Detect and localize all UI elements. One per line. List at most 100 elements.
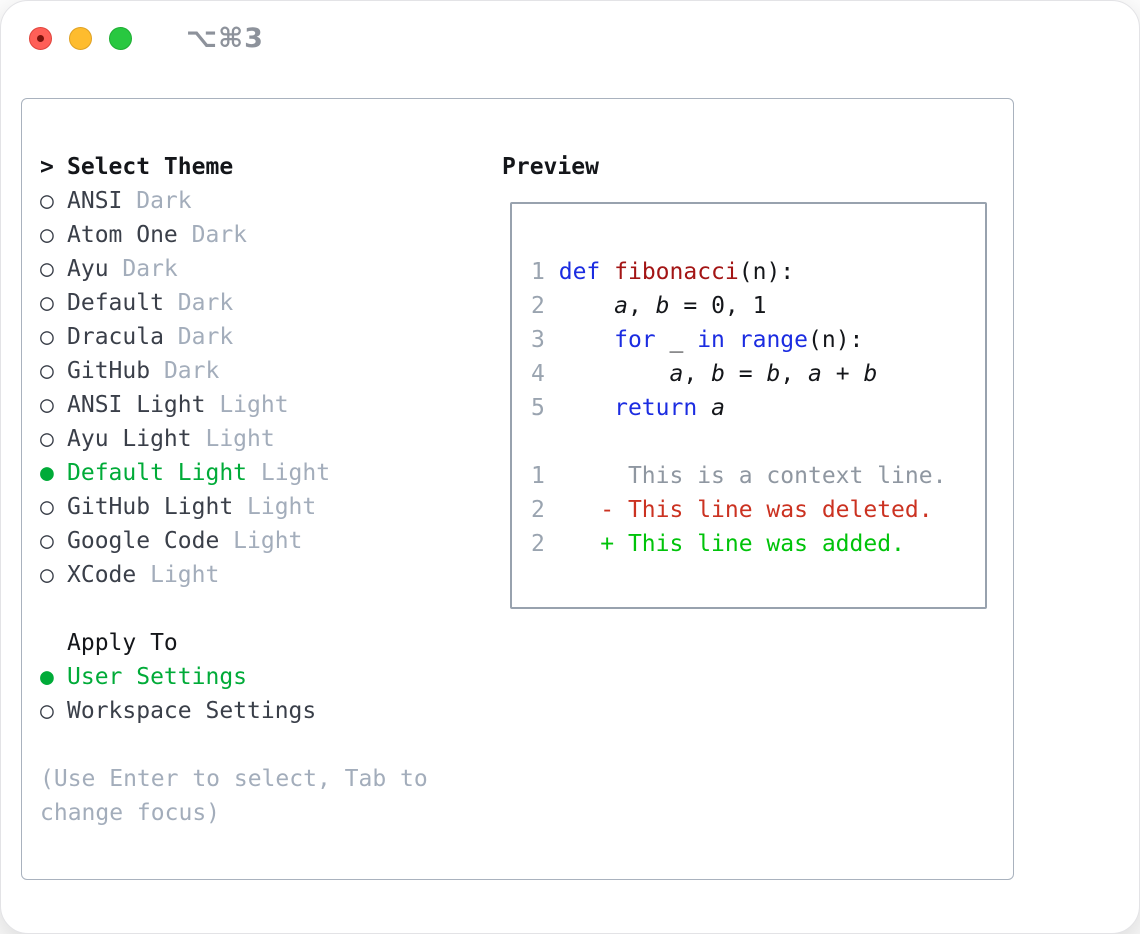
theme-variant-tag: Light <box>247 494 317 520</box>
spacer <box>545 361 559 387</box>
preview-header: Preview <box>502 154 599 180</box>
code-segment <box>697 395 711 421</box>
theme-name: Dracula <box>67 324 164 350</box>
theme-variant-tag: Dark <box>177 290 234 316</box>
radio-icon: ○ <box>40 358 54 384</box>
titlebar: ⌥⌘3 <box>1 1 1139 75</box>
apply-option[interactable]: ●User Settings <box>40 660 428 694</box>
radio-icon: ○ <box>40 698 54 724</box>
spacer <box>545 293 559 319</box>
radio-icon: ○ <box>40 188 54 214</box>
line-number: 1 <box>531 259 545 285</box>
diff-text: This line was added. <box>614 531 905 557</box>
theme-variant-tag: Dark <box>136 188 192 214</box>
diff-text: This line was deleted. <box>614 497 933 523</box>
code-segment: b <box>766 361 781 387</box>
theme-name: Google Code <box>67 528 220 554</box>
diff-text: This is a context line. <box>614 463 947 489</box>
apply-option[interactable]: ○ Workspace Settings <box>40 694 428 728</box>
code-segment <box>559 361 670 387</box>
code-line: 4 a, b = b, a + b <box>531 357 946 391</box>
focus-caret-icon: > <box>40 154 54 180</box>
code-segment: in <box>697 327 725 353</box>
diff-marker-added: + <box>600 531 615 557</box>
theme-name: Ayu Light <box>67 426 192 452</box>
theme-name: GitHub <box>67 358 151 384</box>
radio-selected-icon: ● <box>40 664 54 690</box>
code-segment: (n): <box>738 259 795 285</box>
code-segment: b <box>711 361 725 387</box>
apply-to-header: Apply To <box>40 626 428 660</box>
unsaved-indicator-dot <box>37 34 44 42</box>
window-title: ⌥⌘3 <box>186 22 264 54</box>
code-segment: a <box>711 395 725 421</box>
theme-variant-tag: Light <box>150 562 220 588</box>
diff-line-deleted: 2 - This line was deleted. <box>531 493 946 527</box>
hint-text: (Use Enter to select, Tab to change focus… <box>40 762 428 830</box>
code-segment: range <box>738 327 809 353</box>
code-segment: return <box>614 395 698 421</box>
select-theme-header: > Select Theme <box>40 150 428 184</box>
line-number: 2 <box>531 293 545 319</box>
code-segment: a <box>669 361 684 387</box>
spacer <box>545 497 600 523</box>
theme-name: XCode <box>67 562 137 588</box>
minimize-button[interactable] <box>69 26 92 50</box>
hint-line: (Use Enter to select, Tab to <box>40 766 428 792</box>
hint-line: change focus) <box>40 800 221 826</box>
line-number: 5 <box>531 395 545 421</box>
code-line: 2 a, b = 0, 1 <box>531 289 946 323</box>
radio-icon: ○ <box>40 256 54 282</box>
code-segment <box>725 327 739 353</box>
radio-selected-icon: ● <box>40 460 54 486</box>
theme-variant-tag: Dark <box>177 324 234 350</box>
theme-name: Ayu <box>67 256 109 282</box>
code-segment: for <box>614 327 656 353</box>
theme-name: Atom One <box>67 222 178 248</box>
maximize-button[interactable] <box>109 26 132 50</box>
code-segment: fibonacci <box>614 259 739 285</box>
theme-variant-tag: Dark <box>122 256 178 282</box>
theme-variant-tag: Dark <box>191 222 248 248</box>
code-segment: _ <box>655 327 698 353</box>
code-segment: , <box>683 361 712 387</box>
close-button[interactable] <box>29 26 52 50</box>
theme-option[interactable]: ○ Ayu Light Light <box>40 422 428 456</box>
code-segment: a <box>808 361 822 387</box>
radio-icon: ○ <box>40 324 54 350</box>
theme-name: ANSI <box>67 188 123 214</box>
theme-option[interactable]: ○ Dracula Dark <box>40 320 428 354</box>
theme-name: Default <box>67 290 164 316</box>
apply-option-list: ●User Settings ○ Workspace Settings <box>40 660 428 728</box>
spacer <box>531 425 946 459</box>
theme-variant-tag: Light <box>205 426 275 452</box>
spacer <box>545 531 600 557</box>
apply-option-label: Workspace Settings <box>67 698 317 724</box>
diff-marker-deleted: - <box>600 497 615 523</box>
section-title: Select Theme <box>67 154 234 180</box>
code-segment: b <box>863 361 878 387</box>
radio-icon: ○ <box>40 426 54 452</box>
spacer <box>545 463 600 489</box>
code-segment: = 0, 1 <box>669 293 767 319</box>
line-number: 3 <box>531 327 545 353</box>
theme-option[interactable]: ○ ANSI Dark <box>40 184 428 218</box>
theme-option[interactable]: ○ Ayu Dark <box>40 252 428 286</box>
code-segment: b <box>655 293 670 319</box>
theme-variant-tag: Light <box>233 528 303 554</box>
